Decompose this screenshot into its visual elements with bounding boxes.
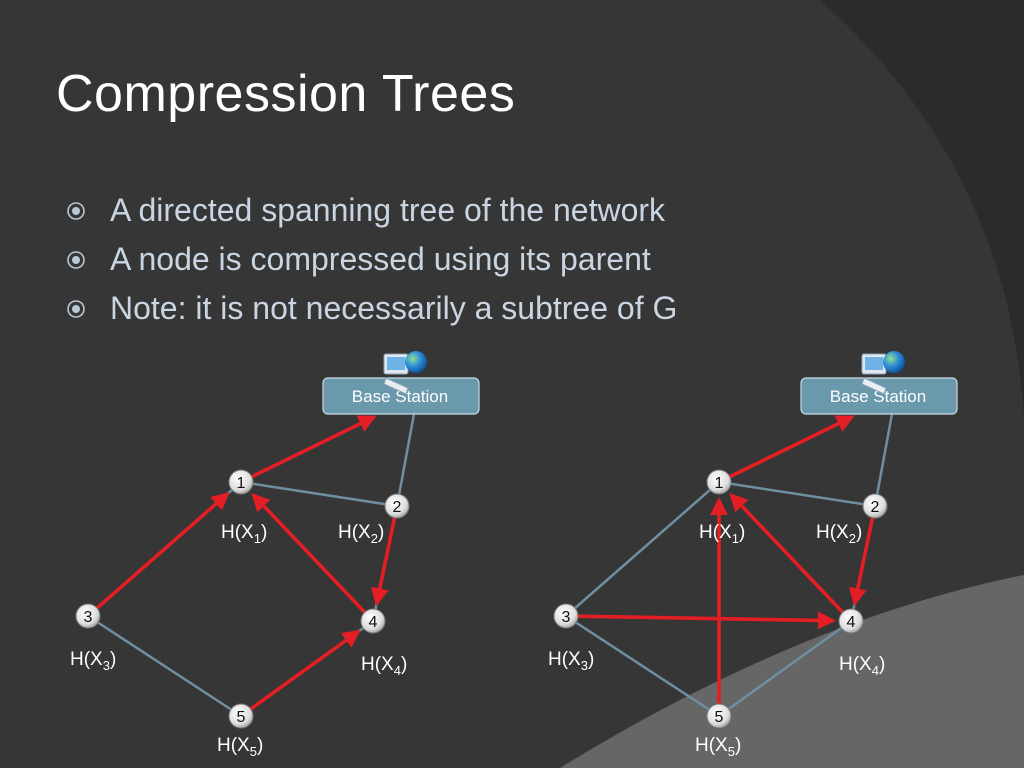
graph-edge bbox=[718, 480, 876, 508]
entropy-label-5: H(X5) bbox=[695, 735, 741, 759]
base-station: Base Station bbox=[800, 377, 958, 415]
tree-edge-arrow bbox=[729, 492, 846, 615]
tree-edge-arrow bbox=[94, 491, 230, 611]
node-circle bbox=[75, 603, 101, 629]
entropy-label-1: H(X1) bbox=[221, 522, 267, 546]
base-station-box bbox=[322, 377, 480, 415]
graph-edge bbox=[565, 481, 720, 617]
node-3: 3 bbox=[75, 603, 101, 629]
node-circle bbox=[706, 703, 732, 729]
graph-edge bbox=[873, 413, 894, 507]
node-label: 1 bbox=[237, 475, 246, 492]
graph-edge bbox=[565, 614, 720, 718]
node-circle bbox=[862, 493, 888, 519]
bullet-circle-icon bbox=[67, 299, 85, 318]
node-circle bbox=[360, 608, 386, 634]
entropy-label-3: H(X3) bbox=[548, 649, 594, 673]
node-1: 1 bbox=[228, 469, 254, 495]
node-5: 5 bbox=[228, 703, 254, 729]
node-circle bbox=[228, 469, 254, 495]
bullet-item: A directed spanning tree of the network bbox=[66, 186, 677, 235]
computer-globe-icon bbox=[861, 351, 905, 395]
bullet-item: Note: it is not necessarily a subtree of… bbox=[66, 284, 677, 333]
tree-edge-arrow bbox=[248, 629, 361, 712]
tree-edge-arrow bbox=[727, 415, 855, 480]
node-circle bbox=[228, 703, 254, 729]
tree-edge-arrow bbox=[575, 611, 836, 630]
entropy-label-2: H(X2) bbox=[816, 522, 862, 546]
slide-title: Compression Trees bbox=[56, 65, 516, 123]
entropy-label-4: H(X4) bbox=[839, 654, 885, 678]
diagram-left: Base Station 1H(X1) 2H(X2) 3H(X3) 4H(X4) 5H(X… bbox=[70, 351, 480, 759]
tree-edge-arrow bbox=[249, 415, 377, 480]
node-label: 4 bbox=[369, 614, 378, 631]
tree-edge-arrow bbox=[251, 492, 368, 615]
bullet-list: A directed spanning tree of the network … bbox=[66, 186, 677, 333]
node-circle bbox=[553, 603, 579, 629]
node-4: 4 bbox=[838, 608, 864, 634]
node-circle bbox=[838, 608, 864, 634]
diagram-right: Base Station 1H(X1) 2H(X2) 3H(X3) 4H(X4) 5H(X… bbox=[548, 351, 958, 759]
tree-edge-arrow bbox=[848, 515, 875, 607]
bullet-item: A node is compressed using its parent bbox=[66, 235, 677, 284]
node-circle bbox=[706, 469, 732, 495]
bullet-text: Note: it is not necessarily a subtree of… bbox=[110, 290, 678, 326]
node-circle bbox=[384, 493, 410, 519]
node-label: 3 bbox=[84, 609, 93, 626]
node-5: 5 bbox=[706, 703, 732, 729]
node-3: 3 bbox=[553, 603, 579, 629]
node-2: 2 bbox=[384, 493, 410, 519]
entropy-label-3: H(X3) bbox=[70, 649, 116, 673]
entropy-label-5: H(X5) bbox=[217, 735, 263, 759]
node-label: 5 bbox=[715, 709, 724, 726]
entropy-label-1: H(X1) bbox=[699, 522, 745, 546]
entropy-label-4: H(X4) bbox=[361, 654, 407, 678]
computer-globe-icon bbox=[383, 351, 427, 395]
graph-edge bbox=[240, 480, 398, 508]
graph-edge bbox=[87, 614, 242, 718]
bullet-circle-icon bbox=[67, 201, 85, 220]
node-label: 2 bbox=[871, 499, 880, 516]
bullet-text: A node is compressed using its parent bbox=[110, 241, 651, 277]
node-label: 3 bbox=[562, 609, 571, 626]
node-label: 4 bbox=[847, 614, 856, 631]
base-station-box bbox=[800, 377, 958, 415]
node-label: 2 bbox=[393, 499, 402, 516]
node-label: 1 bbox=[715, 475, 724, 492]
graph-edge bbox=[395, 413, 416, 507]
node-label: 5 bbox=[237, 709, 246, 726]
node-2: 2 bbox=[862, 493, 888, 519]
node-1: 1 bbox=[706, 469, 732, 495]
graph-edge bbox=[718, 619, 852, 718]
base-station: Base Station bbox=[322, 377, 480, 415]
tree-edge-arrow bbox=[370, 515, 397, 607]
bullet-circle-icon bbox=[67, 250, 85, 269]
entropy-label-2: H(X2) bbox=[338, 522, 384, 546]
node-4: 4 bbox=[360, 608, 386, 634]
bullet-text: A directed spanning tree of the network bbox=[110, 192, 666, 228]
base-station-label: Base Station bbox=[830, 387, 926, 406]
base-station-label: Base Station bbox=[352, 387, 448, 406]
